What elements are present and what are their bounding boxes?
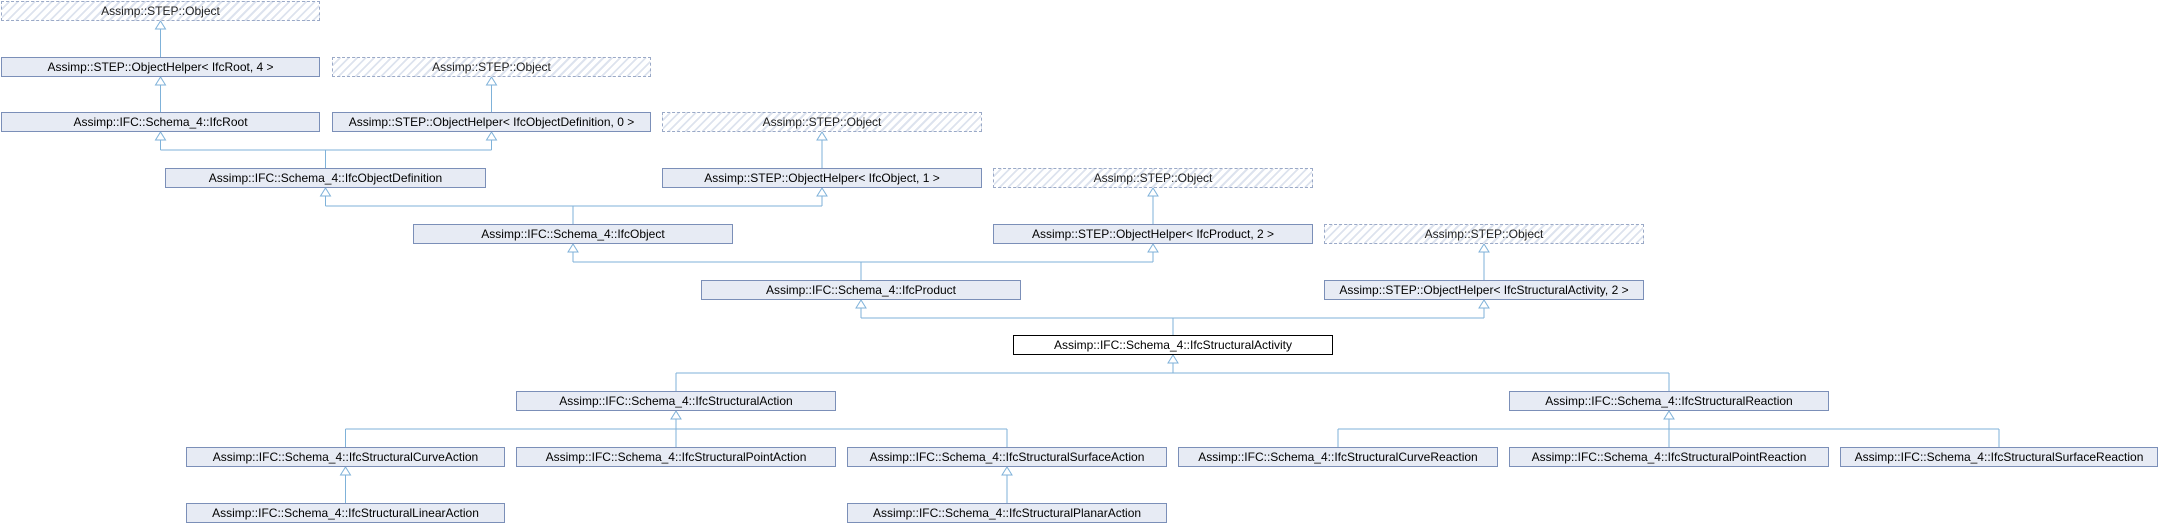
inheritance-arrowhead [154,76,167,86]
class-node-obj[interactable]: Assimp::IFC::Schema_4::IfcObject [413,224,733,244]
inheritance-arrowhead [670,410,682,420]
inheritance-arrowhead [339,466,352,476]
class-node-act: Assimp::IFC::Schema_4::IfcStructuralActi… [1013,335,1333,355]
class-node-label: Assimp::IFC::Schema_4::IfcRoot [73,115,248,129]
class-node-label: Assimp::STEP::Object [1093,171,1213,185]
inheritance-arrowhead [816,187,828,197]
class-node-label: Assimp::STEP::Object [432,60,551,74]
class-node-o3[interactable]: Assimp::STEP::Object [662,112,982,132]
inheritance-arrowhead [1147,187,1159,197]
class-node-label: Assimp::IFC::Schema_4::IfcStructuralSurf… [1854,450,2144,464]
class-node-label: Assimp::STEP::ObjectHelper< IfcStructura… [1339,283,1629,297]
class-node-h2[interactable]: Assimp::STEP::ObjectHelper< IfcObjectDef… [332,112,651,132]
class-node-label: Assimp::IFC::Schema_4::IfcStructuralActi… [559,394,793,408]
class-node-label: Assimp::IFC::Schema_4::IfcStructuralCurv… [1198,450,1478,464]
class-node-ssr[interactable]: Assimp::IFC::Schema_4::IfcStructuralSurf… [1840,447,2158,467]
class-node-h5[interactable]: Assimp::STEP::ObjectHelper< IfcStructura… [1324,280,1644,300]
class-node-label: Assimp::STEP::ObjectHelper< IfcRoot, 4 > [47,60,274,74]
class-node-o2[interactable]: Assimp::STEP::Object [332,57,651,77]
class-node-label: Assimp::IFC::Schema_4::IfcStructuralPlan… [872,506,1142,520]
inheritance-arrowhead [1001,466,1013,476]
class-node-sa[interactable]: Assimp::IFC::Schema_4::IfcStructuralActi… [516,391,836,411]
class-node-o1[interactable]: Assimp::STEP::Object [1,1,320,21]
class-node-sr[interactable]: Assimp::IFC::Schema_4::IfcStructuralReac… [1509,391,1829,411]
inheritance-arrowhead [855,299,867,309]
class-node-label: Assimp::STEP::Object [762,115,882,129]
inheritance-arrowhead [154,131,167,141]
inheritance-arrowhead [485,76,498,86]
class-node-label: Assimp::STEP::ObjectHelper< IfcProduct, … [1031,227,1275,241]
class-node-label: Assimp::IFC::Schema_4::IfcStructuralSurf… [869,450,1145,464]
class-node-label: Assimp::IFC::Schema_4::IfcProduct [765,283,957,297]
class-node-h4[interactable]: Assimp::STEP::ObjectHelper< IfcProduct, … [993,224,1313,244]
class-node-h3[interactable]: Assimp::STEP::ObjectHelper< IfcObject, 1… [662,168,982,188]
class-node-sla[interactable]: Assimp::IFC::Schema_4::IfcStructuralLine… [186,503,505,523]
inheritance-arrowhead [1478,299,1490,309]
class-node-label: Assimp::STEP::ObjectHelper< IfcObjectDef… [348,115,635,129]
class-node-label: Assimp::IFC::Schema_4::IfcStructuralLine… [212,506,479,520]
class-node-spa[interactable]: Assimp::IFC::Schema_4::IfcStructuralPoin… [516,447,836,467]
class-node-root[interactable]: Assimp::IFC::Schema_4::IfcRoot [1,112,320,132]
class-node-label: Assimp::STEP::Object [101,4,220,18]
class-node-label: Assimp::IFC::Schema_4::IfcStructuralReac… [1545,394,1793,408]
class-node-label: Assimp::STEP::Object [1424,227,1544,241]
inheritance-arrowhead [1478,243,1490,253]
class-node-label: Assimp::IFC::Schema_4::IfcStructuralPoin… [545,450,807,464]
inheritance-arrowhead [816,131,828,141]
class-node-sca[interactable]: Assimp::IFC::Schema_4::IfcStructuralCurv… [186,447,505,467]
inheritance-arrowhead [1147,243,1159,253]
class-node-spla[interactable]: Assimp::IFC::Schema_4::IfcStructuralPlan… [847,503,1167,523]
class-node-label: Assimp::IFC::Schema_4::IfcObject [481,227,665,241]
class-node-spr[interactable]: Assimp::IFC::Schema_4::IfcStructuralPoin… [1509,447,1829,467]
class-node-h1[interactable]: Assimp::STEP::ObjectHelper< IfcRoot, 4 > [1,57,320,77]
class-node-label: Assimp::IFC::Schema_4::IfcObjectDefiniti… [208,171,443,185]
inheritance-arrowhead [1663,410,1675,420]
class-node-o5[interactable]: Assimp::STEP::Object [1324,224,1644,244]
class-node-ssa[interactable]: Assimp::IFC::Schema_4::IfcStructuralSurf… [847,447,1167,467]
inheritance-arrowhead [319,187,332,197]
class-node-label: Assimp::IFC::Schema_4::IfcStructuralPoin… [1531,450,1807,464]
class-node-prod[interactable]: Assimp::IFC::Schema_4::IfcProduct [701,280,1021,300]
inheritance-arrowhead [154,20,167,30]
inheritance-arrowhead [567,243,579,253]
class-node-scr[interactable]: Assimp::IFC::Schema_4::IfcStructuralCurv… [1178,447,1498,467]
class-node-label: Assimp::STEP::ObjectHelper< IfcObject, 1… [704,171,940,185]
class-node-label: Assimp::IFC::Schema_4::IfcStructuralCurv… [212,450,479,464]
inheritance-arrowhead [1167,354,1179,364]
inheritance-arrowhead [485,131,498,141]
class-node-objdef[interactable]: Assimp::IFC::Schema_4::IfcObjectDefiniti… [165,168,486,188]
class-node-o4[interactable]: Assimp::STEP::Object [993,168,1313,188]
class-node-label: Assimp::IFC::Schema_4::IfcStructuralActi… [1053,338,1293,352]
